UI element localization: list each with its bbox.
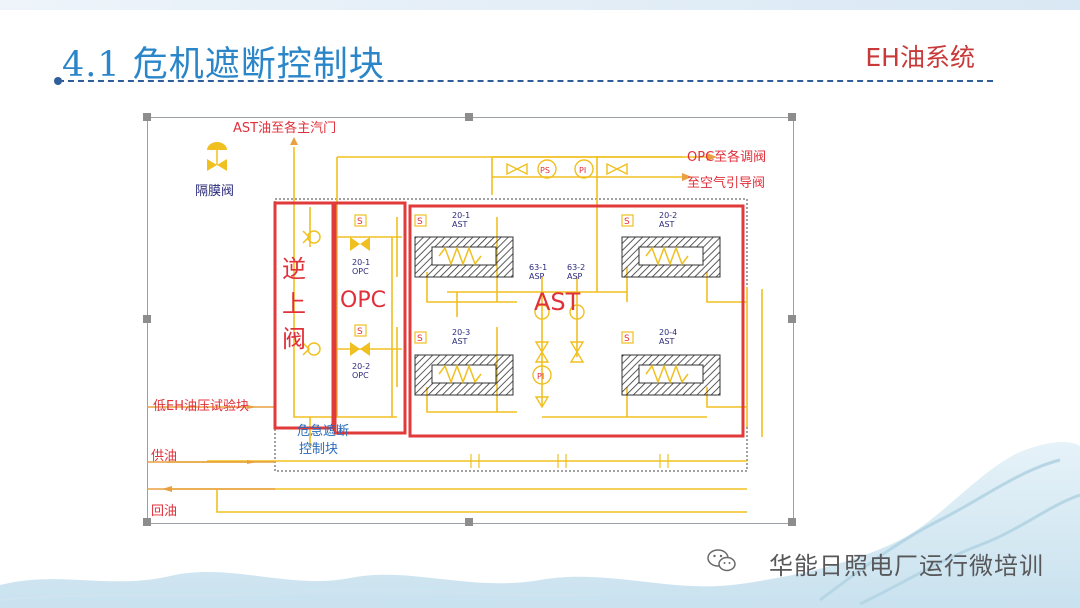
label-check-valve-1: 逆 <box>282 255 306 283</box>
tag-pi-bottom: PI <box>537 372 544 381</box>
hydraulic-diagram: AST油至各主汽门 隔膜阀 OPC至各调阀 至空气引导阀 逆 上 阀 OPC A… <box>147 120 766 519</box>
label-check-valve-2: 上 <box>282 290 306 318</box>
tag-solenoid-ast-1: S <box>417 217 423 227</box>
label-ast-block: AST <box>534 288 581 316</box>
resize-handle-b[interactable] <box>465 518 473 526</box>
slide-title: 4.1 危机遮断控制块 <box>62 45 385 85</box>
resize-handle-r[interactable] <box>788 315 796 323</box>
tag-solenoid-opc-2: S <box>357 327 363 337</box>
ast-cartridges <box>414 214 721 396</box>
resize-handle-l[interactable] <box>143 315 151 323</box>
label-diaphragm-valve: 隔膜阀 <box>195 184 234 199</box>
check-valve-box <box>273 201 335 430</box>
label-opc-block: OPC <box>340 288 386 313</box>
label-check-valve-3: 阀 <box>282 325 306 353</box>
tag-solenoid-ast-3: S <box>417 334 423 344</box>
resize-handle-tr[interactable] <box>788 113 796 121</box>
resize-handle-t[interactable] <box>465 113 473 121</box>
resize-handle-tl[interactable] <box>143 113 151 121</box>
tag-solenoid-ast-2: S <box>624 217 630 227</box>
label-ast-to-main-valves: AST油至各主汽门 <box>233 120 336 136</box>
label-emergency-trip-block-2: 控制块 <box>299 442 338 457</box>
section-label: EH油系统 <box>865 43 975 72</box>
top-band <box>0 0 1080 10</box>
tag-solenoid-ast-4: S <box>624 334 630 344</box>
opc-box <box>333 201 407 435</box>
label-low-eh-test-block: 低EH油压试验块 <box>153 398 249 414</box>
label-emergency-trip-block-1: 危急遮断 <box>297 423 349 439</box>
watermark-text: 华能日照电厂运行微培训 <box>769 552 1044 580</box>
resize-handle-bl[interactable] <box>143 518 151 526</box>
diaphragm-valve-symbol <box>207 142 227 171</box>
tag-ps: PS <box>540 166 550 175</box>
resize-handle-br[interactable] <box>788 518 796 526</box>
label-opc-to-gov-valves: OPC至各调阀 <box>687 149 766 165</box>
title-rule <box>58 80 993 82</box>
check-valves <box>302 230 321 356</box>
highlight-boxes <box>273 201 745 438</box>
label-return-oil: 回油 <box>151 504 177 519</box>
tag-solenoid-opc-1: S <box>357 217 363 227</box>
opc-solenoid-valves <box>350 214 370 356</box>
tag-pi-top: PI <box>579 166 586 175</box>
label-supply-oil: 供油 <box>151 449 177 464</box>
instruments <box>506 159 628 409</box>
ast-box <box>408 204 745 438</box>
wechat-icon <box>707 549 736 572</box>
label-to-air-pilot-valve: 至空气引导阀 <box>687 175 765 191</box>
